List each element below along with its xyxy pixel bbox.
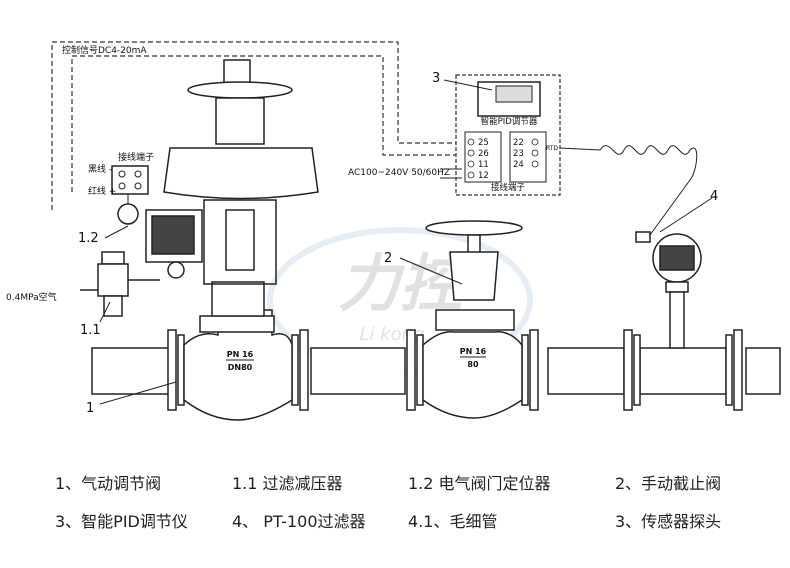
black-wire-label: 黑线 - <box>88 163 112 175</box>
valve2-pn: PN 16 <box>460 347 487 356</box>
callout-1-1: 1.1 <box>80 323 101 338</box>
capillary-tube <box>559 145 698 236</box>
terminal-11: 11 <box>478 160 489 170</box>
terminal-22: 22 <box>513 138 524 148</box>
terminal-25: 25 <box>478 138 489 148</box>
control-signal-label: 控制信号DC4-20mA <box>62 44 147 56</box>
controller-name: 智能PID调节器 <box>481 116 538 127</box>
pipeline <box>91 347 781 395</box>
callout-4: 4 <box>710 189 718 204</box>
pneumatic-valve-body <box>183 281 293 421</box>
temperature-sensor <box>635 231 702 349</box>
terminal-label-box: 接线端子 <box>491 182 526 193</box>
pipe-flanges <box>167 329 743 411</box>
callout-1-2: 1.2 <box>78 231 99 246</box>
callout-3: 3 <box>432 71 440 86</box>
manual-globe-valve <box>422 220 523 419</box>
valve2-dn: 80 <box>467 360 479 369</box>
terminal-23: 23 <box>513 149 524 159</box>
legend-item-1: 1、气动调节阀 <box>55 474 162 493</box>
legend-item-2: 2、手动截止阀 <box>615 474 722 493</box>
callout-2: 2 <box>384 251 392 266</box>
power-supply-label: AC100~240V 50/60HZ <box>348 168 450 178</box>
pneumatic-actuator <box>163 59 319 285</box>
terminal-block-left <box>111 165 149 195</box>
control-signal-line <box>51 41 462 210</box>
filter-regulator <box>80 251 160 317</box>
valve1-pn: PN 16 <box>227 350 254 359</box>
valve-positioner <box>117 203 203 279</box>
legend: 1、气动调节阀 1.1 过滤减压器 1.2 电气阀门定位器 2、手动截止阀 3、… <box>0 452 790 552</box>
legend-item-4: 4、 PT-100过滤器 <box>232 512 366 531</box>
callout-1: 1 <box>86 401 94 416</box>
terminal-label-left: 接线端子 <box>118 151 154 163</box>
legend-item-3b: 3、传感器探头 <box>615 512 722 531</box>
air-supply-label: 0.4MPa空气 <box>6 291 57 303</box>
legend-item-1-1: 1.1 过滤减压器 <box>232 474 343 493</box>
red-wire-label: 红线 + <box>88 185 116 197</box>
legend-item-1-2: 1.2 电气阀门定位器 <box>408 474 551 493</box>
terminal-26: 26 <box>478 149 489 159</box>
terminal-24: 24 <box>513 160 524 170</box>
callout-leaders <box>99 79 713 405</box>
valve1-dn: DN80 <box>228 363 253 372</box>
legend-item-4-1: 4.1、毛细管 <box>408 512 498 531</box>
pid-controller <box>455 74 561 196</box>
legend-item-3: 3、智能PID调节仪 <box>55 512 188 531</box>
rtd-label: RTD <box>546 145 558 152</box>
valve-system-diagram: 力控 Li kong 控制信号DC4-20mA 黑线 - 红线 + 接线端子 智… <box>6 41 781 421</box>
watermark-text: 力控 <box>338 247 472 320</box>
terminal-12: 12 <box>478 171 489 181</box>
